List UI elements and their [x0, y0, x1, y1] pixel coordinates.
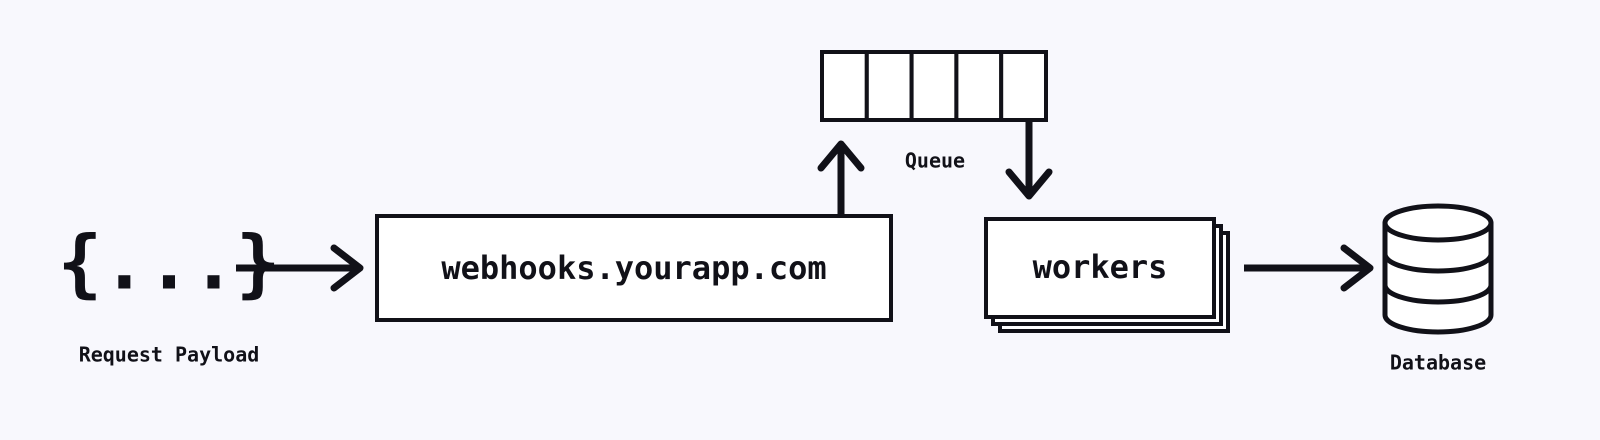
arrowhead-right-icon [1340, 244, 1374, 292]
workers-box-layer-front [984, 217, 1216, 319]
node-queue[interactable]: Queue [820, 50, 1049, 173]
connector-queue-to-workers-arrow [1005, 122, 1053, 200]
endpoint-box [375, 214, 893, 322]
database-caption: Database [1390, 351, 1486, 375]
endpoint-label: webhooks.yourapp.com [441, 249, 826, 287]
connector-workers-to-database-arrow [1244, 244, 1374, 292]
queue-cell [864, 50, 914, 122]
workers-label: workers [1033, 248, 1168, 286]
node-workers[interactable]: workers [984, 217, 1230, 333]
connector-endpoint-to-queue-arrow [817, 140, 865, 216]
payload-braces-icon: {...} [58, 221, 281, 307]
queue-cell [954, 50, 1004, 122]
node-database[interactable]: Database [1382, 203, 1494, 375]
database-band-line [1382, 251, 1494, 274]
queue-cell [999, 50, 1049, 122]
node-webhooks-endpoint[interactable]: webhooks.yourapp.com [375, 214, 893, 322]
payload-caption: Request Payload [79, 343, 260, 367]
database-band-line [1382, 282, 1494, 305]
queue-caption: Queue [905, 149, 965, 173]
arrowhead-right-icon [330, 244, 364, 292]
arrowhead-down-icon [1005, 168, 1053, 200]
connector-payload-to-endpoint-arrow [236, 244, 364, 292]
node-request-payload[interactable]: {...} Request Payload [58, 221, 281, 367]
database-top-ellipse-line [1382, 220, 1494, 243]
queue-cells [820, 50, 1049, 122]
arrowhead-up-icon [817, 140, 865, 172]
queue-cell [820, 50, 869, 122]
queue-cell [909, 50, 959, 122]
